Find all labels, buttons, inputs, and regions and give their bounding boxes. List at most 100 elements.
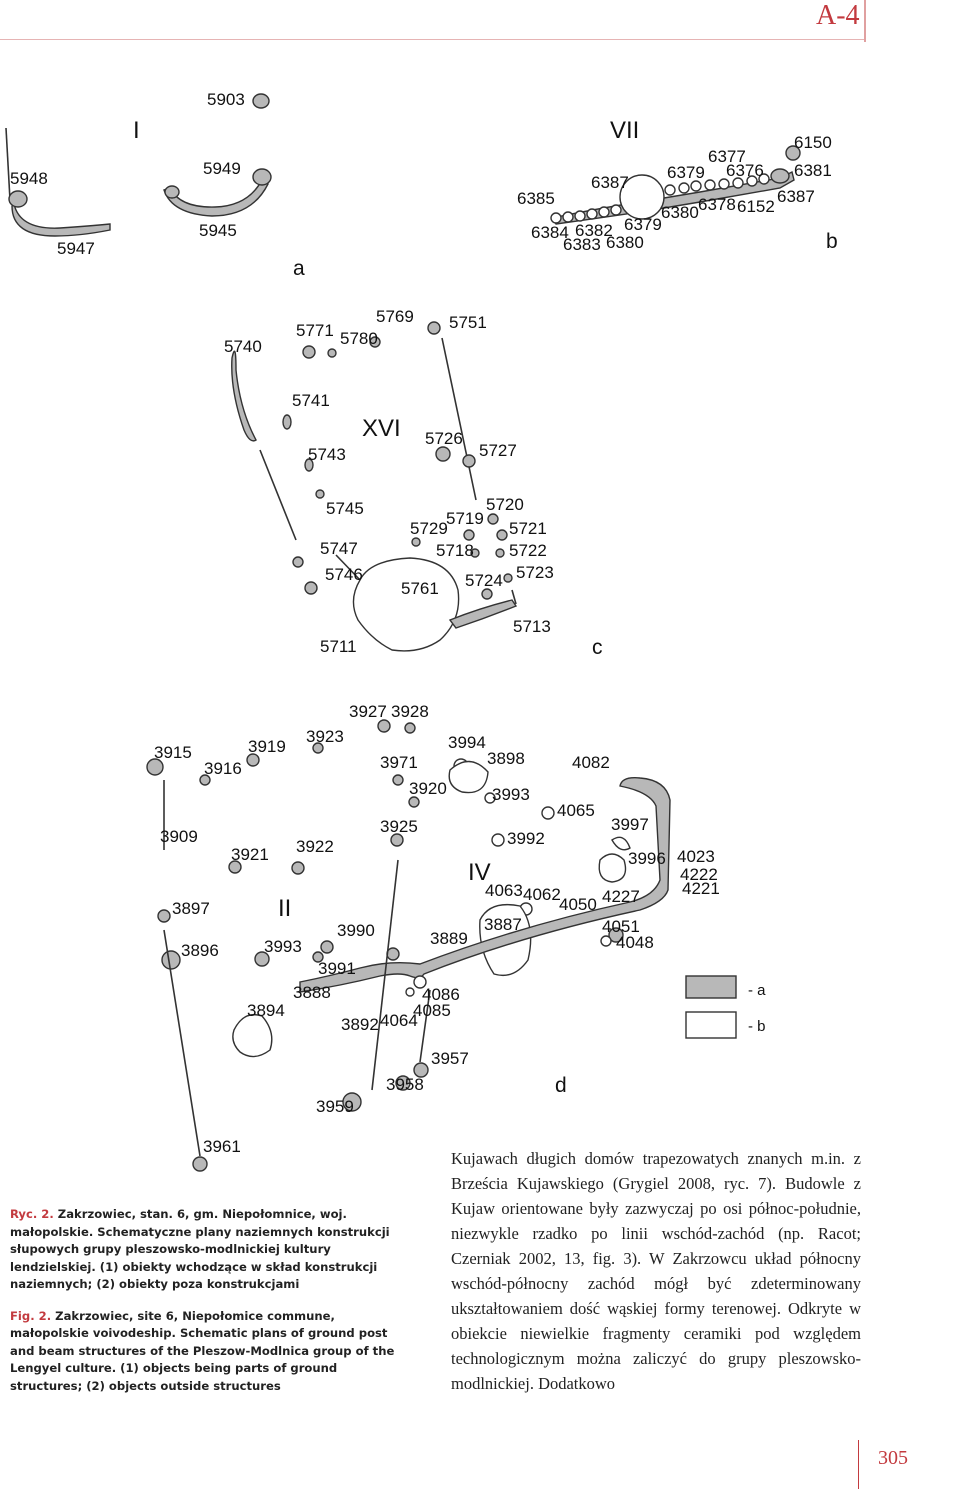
caption-en-text: Zakrzowiec, site 6, Niepołomice commune,… [10, 1308, 395, 1393]
feature-label-d: 4064 [380, 1011, 418, 1030]
panel-b-drawing [550, 145, 801, 225]
feature-label-d: 3991 [318, 959, 356, 978]
feature-label-d: 4023 [677, 847, 715, 866]
feature-label-a: 5949 [203, 159, 241, 178]
panel-d-drawing [146, 719, 737, 1172]
feature-label-d: 3994 [448, 733, 486, 752]
feature-label-d: 3992 [507, 829, 545, 848]
feature-label-d: 3919 [248, 737, 286, 756]
feature-label-c: 5740 [224, 337, 262, 356]
feature-label-c: 5718 [436, 541, 474, 560]
feature-label-c: 5771 [296, 321, 334, 340]
feature-label-d: 3990 [337, 921, 375, 940]
feature-label-c: 5747 [320, 539, 358, 558]
feature-label-c: 5741 [292, 391, 330, 410]
feature-label-d: 3909 [160, 827, 198, 846]
feature-label-c: 5727 [479, 441, 517, 460]
feature-label-b: 6385 [517, 189, 555, 208]
feature-label-d: 3958 [386, 1075, 424, 1094]
feature-label-d: 4063 [485, 881, 523, 900]
feature-label-d: 3897 [172, 899, 210, 918]
structure-numeral-I: I [133, 117, 140, 144]
feature-label-d: 4065 [557, 801, 595, 820]
feature-label-b: 6150 [794, 133, 832, 152]
page-header: A-4 [0, 0, 960, 50]
feature-label-b: 6387 [591, 173, 629, 192]
feature-label-b: 6384 [531, 223, 569, 242]
feature-label-b: 6381 [794, 161, 832, 180]
feature-label-b: 6379 [667, 163, 705, 182]
feature-label-a: 5947 [57, 239, 95, 258]
feature-label-d: 3971 [380, 753, 418, 772]
feature-label-d: 4085 [413, 1001, 451, 1020]
structure-numeral-IV: IV [468, 859, 491, 886]
feature-label-d: 3959 [316, 1097, 354, 1116]
caption-pl-number: Ryc. 2. [10, 1207, 54, 1221]
feature-label-b: 6152 [737, 197, 775, 216]
feature-label-c: 5723 [516, 563, 554, 582]
feature-label-a: 5945 [199, 221, 237, 240]
feature-label-d: 3927 [349, 702, 387, 721]
feature-label-d: 4050 [559, 895, 597, 914]
feature-label-d: 4082 [572, 753, 610, 772]
structure-numeral-XVI: XVI [362, 415, 401, 442]
feature-label-c: 5721 [509, 519, 547, 538]
feature-label-d: 3915 [154, 743, 192, 762]
footer-rule [858, 1440, 859, 1489]
feature-label-d: 3888 [293, 983, 331, 1002]
feature-label-c: 5751 [449, 313, 487, 332]
feature-label-b: 6378 [698, 195, 736, 214]
feature-label-c: 5711 [320, 637, 357, 656]
structure-numeral-II: II [278, 895, 291, 922]
feature-label-d: 4062 [523, 885, 561, 904]
structure-numeral-VII: VII [610, 117, 639, 144]
feature-label-c: 5746 [325, 565, 363, 584]
legend-swatch-b [685, 1011, 737, 1039]
figure-caption: Ryc. 2. Zakrzowiec, stan. 6, gm. Niepoło… [10, 1206, 405, 1395]
feature-label-c: 5726 [425, 429, 463, 448]
feature-label-c: 5719 [446, 509, 484, 528]
feature-label-d: 3923 [306, 727, 344, 746]
feature-label-d: 3892 [341, 1015, 379, 1034]
feature-label-d: 4048 [616, 933, 654, 952]
body-text-column: Kujawach długich domów trapezowatych zna… [451, 1146, 861, 1396]
page-number: 305 [878, 1447, 908, 1469]
feature-label-c: 5761 [401, 579, 439, 598]
panel-letter-c: c [592, 636, 603, 659]
feature-label-d: 4086 [422, 985, 460, 1004]
feature-label-d: 3961 [203, 1137, 241, 1156]
feature-label-d: 3920 [409, 779, 447, 798]
feature-label-d: 3889 [430, 929, 468, 948]
feature-label-b: 6383 [563, 235, 601, 254]
feature-label-a: 5948 [10, 169, 48, 188]
legend-label-b: - b [748, 1018, 766, 1035]
feature-label-d: 3957 [431, 1049, 469, 1068]
feature-label-c: 5743 [308, 445, 346, 464]
header-rule [0, 39, 865, 40]
feature-label-b: 6382 [575, 221, 613, 240]
feature-label-d: 3993 [264, 937, 302, 956]
feature-label-d: 3922 [296, 837, 334, 856]
header-tag-divider [864, 0, 866, 42]
feature-label-d: 3993 [492, 785, 530, 804]
panel-a-drawing [5, 93, 272, 237]
feature-label-a: 5903 [207, 90, 245, 109]
caption-en-number: Fig. 2. [10, 1308, 52, 1323]
panel-letter-b: b [826, 230, 838, 253]
feature-label-b: 6376 [726, 161, 764, 180]
panel-c-drawing [231, 321, 518, 652]
feature-label-d: 4227 [602, 887, 640, 906]
feature-label-b: 6380 [661, 203, 699, 222]
feature-label-d: 3928 [391, 702, 429, 721]
feature-label-d: 3898 [487, 749, 525, 768]
feature-label-d: 4221 [682, 879, 720, 898]
feature-label-c: 5720 [486, 495, 524, 514]
feature-label-d: 3921 [231, 845, 269, 864]
feature-label-c: 5722 [509, 541, 547, 560]
body-paragraph: Kujawach długich domów trapezowatych zna… [451, 1149, 861, 1393]
section-tag: A-4 [816, 0, 860, 31]
feature-label-c: 5713 [513, 617, 551, 636]
feature-label-c: 5780 [340, 329, 378, 348]
